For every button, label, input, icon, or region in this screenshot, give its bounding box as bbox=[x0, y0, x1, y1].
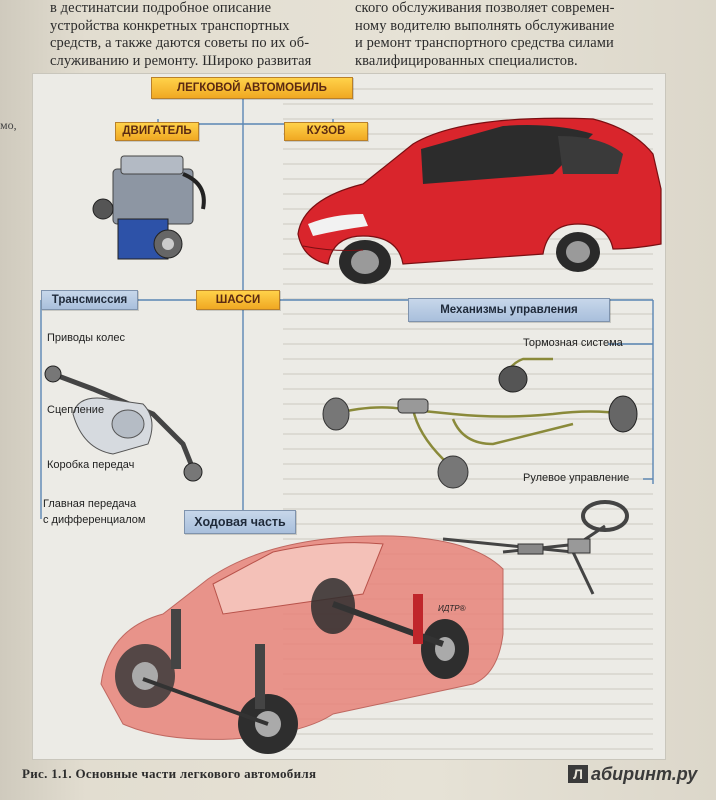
text-line: квалифицированных специалистов. bbox=[355, 52, 578, 69]
brake-system-illustration bbox=[332, 357, 624, 471]
edge-text-fragment: мо, bbox=[0, 118, 17, 132]
passenger-car-box: ЛЕГКОВОЙ АВТОМОБИЛЬ bbox=[151, 77, 353, 99]
watermark-text: абиринт.ру bbox=[591, 764, 698, 784]
label-steering: Рулевое управление bbox=[523, 472, 630, 484]
label-clutch: Сцепление bbox=[47, 404, 105, 416]
text-line: ского обслуживания позволяет современ- bbox=[355, 0, 615, 16]
text-line: в дестинатсии подробное описание bbox=[50, 0, 272, 16]
label-gearbox: Коробка передач bbox=[47, 459, 135, 471]
label-wheel-drives: Приводы колес bbox=[47, 332, 125, 344]
text-line: средств, а также даются советы по их об- bbox=[50, 35, 310, 51]
engine-illustration bbox=[92, 155, 206, 260]
car-brand-mark: ИДТР® bbox=[438, 604, 466, 613]
figure-drawing bbox=[40, 96, 662, 754]
cutaway-car-illustration bbox=[100, 535, 504, 754]
running-gear-box: Ходовая часть bbox=[184, 510, 296, 534]
text-line: ному водителю выполнять обслуживание bbox=[355, 17, 615, 34]
label-brake-system: Тормозная система bbox=[523, 337, 623, 349]
text-line: устройства конкретных транспортных bbox=[50, 17, 290, 34]
figure-caption: Рис. 1.1. Основные части легкового автом… bbox=[22, 766, 317, 781]
controls-box: Механизмы управления bbox=[408, 298, 610, 322]
text-column-left: в дестинатсии подробное описание устройс… bbox=[50, 0, 342, 70]
transmission-illustration bbox=[44, 365, 203, 482]
body-box: КУЗОВ bbox=[284, 122, 368, 141]
steering-illustration bbox=[442, 500, 629, 595]
engine-box: ДВИГАТЕЛЬ bbox=[115, 122, 199, 141]
label-final-drive-line2: с дифференциалом bbox=[43, 514, 146, 526]
transmission-box: Трансмиссия bbox=[41, 290, 138, 310]
car-structure-figure: ЛЕГКОВОЙ АВТОМОБИЛЬ ДВИГАТЕЛЬ КУЗОВ ШАСС… bbox=[32, 73, 666, 760]
red-car-illustration bbox=[297, 117, 662, 284]
text-column-right: ского обслуживания позволяет современ- н… bbox=[355, 0, 667, 70]
text-line: служиванию и ремонту. Широко развитая bbox=[50, 52, 312, 69]
chassis-box: ШАССИ bbox=[196, 290, 280, 310]
brake-parts bbox=[322, 365, 638, 489]
label-final-drive-line1: Главная передача bbox=[43, 498, 137, 510]
text-line: и ремонт транспортного средства силами bbox=[355, 35, 614, 51]
labirint-logo-icon: Л bbox=[568, 765, 588, 783]
